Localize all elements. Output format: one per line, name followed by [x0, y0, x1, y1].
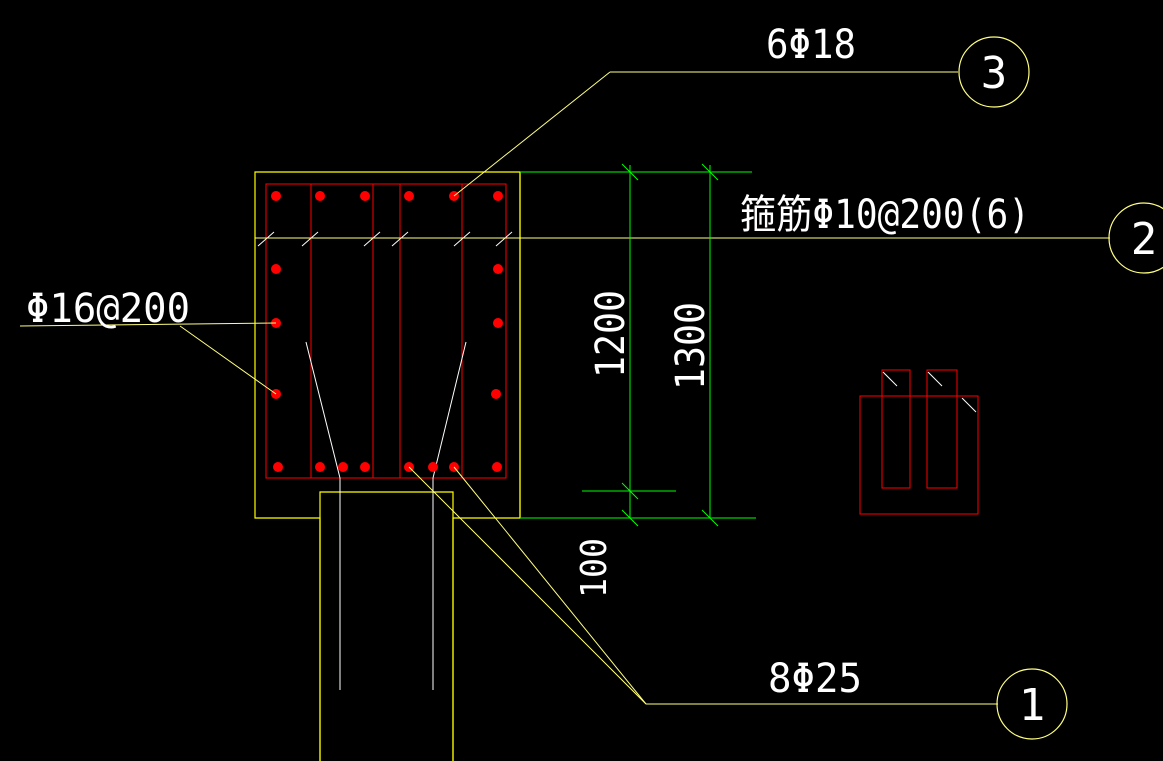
- bottom-bar: [360, 462, 370, 472]
- tick: [453, 231, 471, 247]
- bottom-bar: [428, 462, 438, 472]
- inner-stirrup-right: [399, 183, 463, 479]
- bent-bar-left: [305, 341, 341, 479]
- marker-2-number: 2: [1131, 214, 1158, 265]
- leader-3-diag: [453, 71, 611, 197]
- dim-100-text: 100: [574, 538, 615, 598]
- dim-tick: [621, 509, 639, 527]
- detail-hook: [882, 371, 898, 387]
- tick: [301, 231, 319, 247]
- dim-1200-text: 1200: [588, 290, 634, 378]
- bottom-bar: [273, 462, 283, 472]
- tick: [257, 231, 275, 247]
- leader-side-diag: [179, 325, 277, 395]
- callout-3[interactable]: 3 6Φ18: [453, 22, 1030, 197]
- callout-2[interactable]: 2 箍筋Φ10@200(6): [740, 192, 1163, 274]
- dim-tick: [621, 163, 639, 181]
- top-bar: [493, 191, 503, 201]
- top-bar: [315, 191, 325, 201]
- stirrup-detail: [859, 369, 979, 515]
- rebar-cage: [265, 183, 507, 690]
- tick: [363, 231, 381, 247]
- bottom-bar: [315, 462, 325, 472]
- tick: [495, 231, 513, 247]
- dim-tick: [701, 163, 719, 181]
- callout-2-label: 箍筋Φ10@200(6): [740, 192, 1030, 238]
- side-bar: [271, 264, 281, 274]
- side-bar: [491, 389, 501, 399]
- dimension-lines: [520, 163, 756, 527]
- tick: [391, 231, 409, 247]
- marker-1-circle: [996, 668, 1068, 740]
- dim-tick: [701, 509, 719, 527]
- top-bar: [404, 191, 414, 201]
- detail-outer-stirrup: [859, 395, 979, 515]
- callout-side-label: Φ16@200: [26, 286, 190, 332]
- bottom-bar: [492, 462, 502, 472]
- inner-stirrup-left: [310, 183, 374, 479]
- leader-1-diag-a: [408, 466, 647, 705]
- top-bar: [360, 191, 370, 201]
- dim-tick: [621, 482, 639, 500]
- top-bar: [271, 191, 281, 201]
- side-bar: [493, 318, 503, 328]
- callout-1[interactable]: 1 8Φ25: [408, 466, 1068, 740]
- marker-3-number: 3: [981, 48, 1008, 99]
- column-top-outline: [319, 491, 454, 761]
- detail-inner-stirrup-left: [881, 369, 911, 489]
- stirrup-ticks: [257, 231, 513, 247]
- callout-3-label: 6Φ18: [766, 22, 856, 68]
- bottom-bar: [338, 462, 348, 472]
- beam-section-outline: [254, 171, 521, 761]
- detail-hook: [927, 371, 943, 387]
- concrete-outline: [254, 171, 521, 761]
- callout-side[interactable]: Φ16@200: [19, 286, 277, 395]
- leader-1-diag-b: [453, 466, 647, 705]
- marker-1-number: 1: [1019, 680, 1046, 731]
- leader-side-horiz: [19, 322, 277, 327]
- marker-3-circle: [958, 36, 1030, 108]
- marker-2-circle: [1108, 202, 1163, 274]
- callout-1-label: 8Φ25: [768, 656, 862, 702]
- dim-1300-text: 1300: [668, 302, 714, 390]
- detail-inner-stirrup-right: [926, 369, 958, 489]
- detail-hook: [961, 397, 977, 413]
- side-bar: [493, 264, 503, 274]
- rebar-dots: [271, 191, 503, 472]
- bent-bar-right: [432, 341, 467, 479]
- outer-stirrup: [265, 183, 507, 479]
